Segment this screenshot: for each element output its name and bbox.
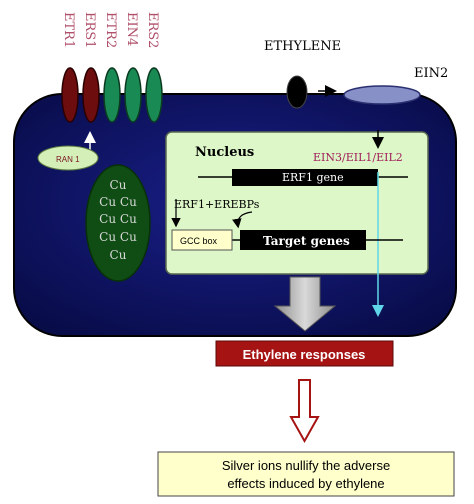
cu-row-2: Cu Cu	[99, 195, 137, 209]
white-outline-arrow	[289, 379, 320, 444]
copper-labels: Cu Cu Cu Cu Cu Cu Cu Cu	[99, 178, 137, 262]
ein3-label: EIN3/EIL1/EIL2	[313, 151, 403, 164]
receptor-ers1	[82, 67, 100, 123]
receptors	[61, 67, 163, 123]
silver-note-line2: effects induced by ethylene	[227, 476, 384, 491]
ein2-label: EIN2	[414, 66, 448, 81]
cu-row-1: Cu	[110, 178, 127, 192]
cu-row-3: Cu Cu	[99, 212, 137, 226]
ethylene-label: ETHYLENE	[264, 39, 341, 54]
receptor-etr2	[103, 67, 121, 123]
ran1-protein	[37, 145, 99, 171]
receptor-etr1	[61, 67, 79, 123]
receptor-label-etr2: ETR2	[103, 12, 118, 48]
ethylene-molecule	[286, 75, 308, 109]
nucleus-title: Nucleus	[195, 145, 254, 160]
ethylene-responses-label: Ethylene responses	[243, 347, 366, 362]
copper-ellipse	[85, 164, 151, 282]
receptor-ers2	[145, 67, 163, 123]
gcc-box-label: GCC box	[180, 236, 218, 246]
ein2-protein	[343, 85, 421, 105]
cu-row-4: Cu Cu	[99, 230, 137, 244]
receptor-label-ers2: ERS2	[145, 12, 160, 48]
cu-row-5: Cu	[110, 248, 127, 262]
receptor-ein4	[124, 67, 142, 123]
erebps-curved-arrow	[232, 211, 253, 229]
erf1-erebps-label: ERF1+EREBPs	[174, 198, 260, 211]
target-genes-label: Target genes	[263, 234, 350, 248]
receptor-label-etr1: ETR1	[61, 12, 76, 48]
silver-note-line1: Silver ions nullify the adverse	[222, 458, 390, 473]
erf1-gene-label: ERF1 gene	[282, 171, 344, 184]
receptor-label-ers1: ERS1	[82, 12, 97, 48]
ran1-label: RAN 1	[56, 155, 80, 164]
gcc-box	[171, 229, 233, 251]
receptor-label-ein4: EIN4	[124, 12, 139, 46]
ethylene-responses-box	[215, 340, 394, 367]
erf1-gene-box	[232, 169, 378, 186]
receptor-labels: ETR1 ERS1 ETR2 EIN4 ERS2	[61, 12, 160, 48]
silver-note-box	[157, 451, 455, 497]
grey-block-arrow	[273, 276, 337, 332]
target-genes-box	[240, 230, 366, 250]
